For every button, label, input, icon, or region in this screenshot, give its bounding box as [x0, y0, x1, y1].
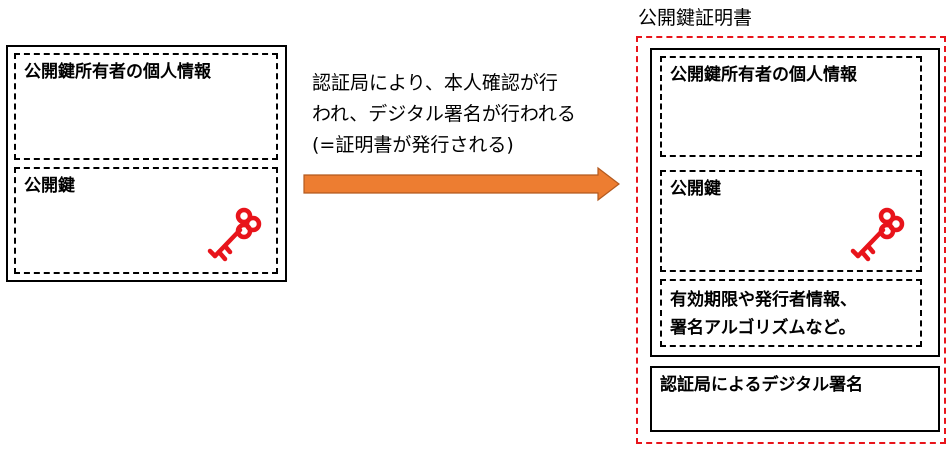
certificate-validity-section: 有効期限や発行者情報、 署名アルゴリズムなど。: [660, 279, 922, 347]
personal-info-label: 公開鍵所有者の個人情報: [24, 62, 211, 82]
public-key-label: 公開鍵: [24, 176, 75, 196]
key-icon: [850, 207, 905, 262]
certificate-signature-section: 認証局によるデジタル署名: [650, 366, 940, 432]
certificate-content-box: [650, 48, 940, 357]
key-icon: [207, 207, 262, 262]
certificate-boundary: [636, 36, 946, 444]
certificate-public-key-label: 公開鍵: [670, 179, 721, 199]
public-key-owner-box: [6, 45, 287, 282]
public-key-section: 公開鍵: [14, 167, 278, 274]
certificate-public-key-section: 公開鍵: [660, 170, 922, 272]
personal-info-section: 公開鍵所有者の個人情報: [14, 53, 278, 160]
certificate-personal-info-label: 公開鍵所有者の個人情報: [670, 65, 857, 85]
right-arrow-icon: [303, 166, 620, 202]
issuance-caption: 認証局により、本人確認が行 われ、デジタル署名が行われる (=証明書が発行される…: [312, 72, 576, 156]
certificate-signature-label: 認証局によるデジタル署名: [660, 375, 864, 395]
certificate-title: 公開鍵証明書: [638, 7, 753, 29]
certificate-validity-label: 有効期限や発行者情報、 署名アルゴリズムなど。: [670, 290, 857, 338]
certificate-personal-info-section: 公開鍵所有者の個人情報: [660, 56, 922, 157]
